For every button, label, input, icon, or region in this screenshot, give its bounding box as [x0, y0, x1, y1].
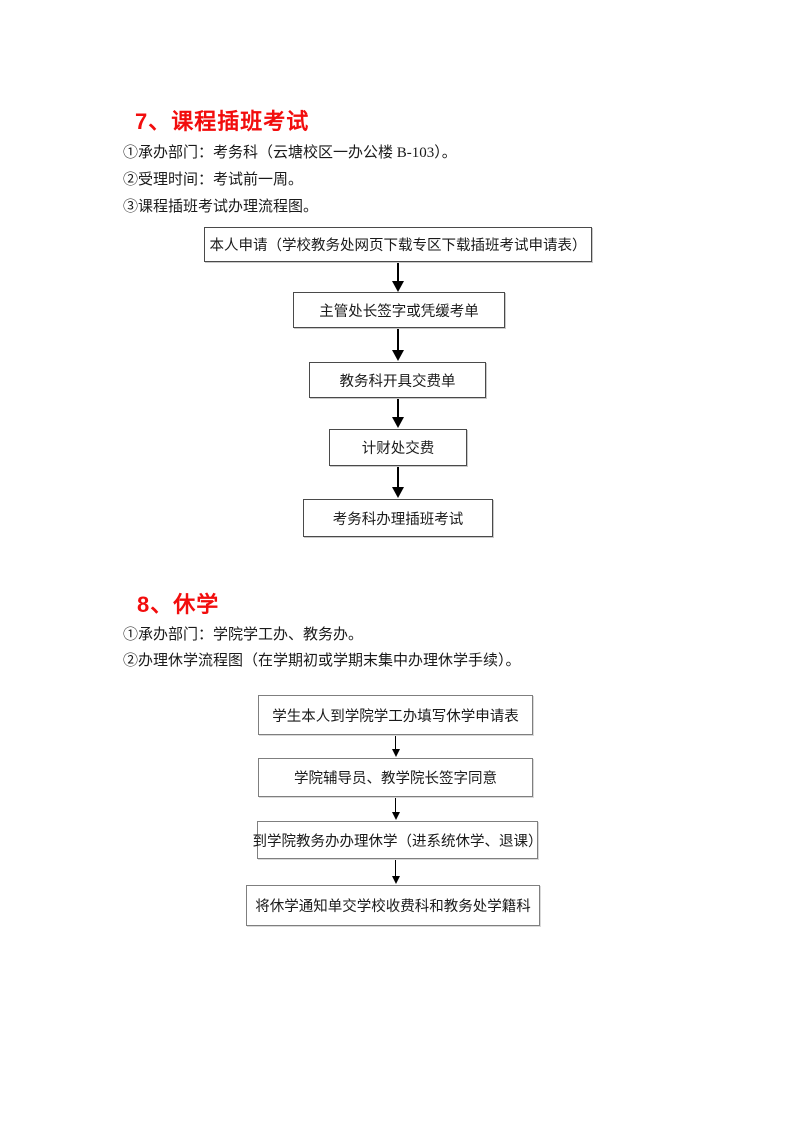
flow1-step-apply-box: 本人申请（学校教务处网页下载专区下载插班考试申请表）: [204, 227, 592, 262]
flow1-step-pay-fee-box: 计财处交费: [329, 429, 467, 466]
section-7-time-line: ②受理时间：考试前一周。: [123, 172, 304, 188]
flow2-step-submit-notice-box: 将休学通知单交学校收费科和教务处学籍科: [246, 885, 540, 926]
arrow-down-icon: [391, 467, 404, 498]
flow2-step-academic-office-box: 到学院教务办办理休学（进系统休学、退课）: [253, 821, 543, 859]
flow2-step-fill-form-box: 学生本人到学院学工办填写休学申请表: [258, 695, 533, 735]
flow1-step-exam-office-box: 考务科办理插班考试: [303, 499, 493, 537]
arrow-down-icon: [391, 736, 400, 757]
arrow-down-icon: [391, 399, 404, 428]
flow2-step-counselor-sign-box: 学院辅导员、教学院长签字同意: [258, 758, 533, 797]
section-8-heading: 8、休学: [137, 592, 220, 617]
flow1-step-director-sign-box: 主管处长签字或凭缓考单: [293, 292, 505, 328]
section-7-department-line: ①承办部门：考务科（云塘校区一办公楼 B-103）。: [123, 145, 457, 161]
arrow-down-icon: [391, 860, 400, 884]
flow1-step-payment-slip-box: 教务科开具交费单: [309, 362, 486, 398]
arrow-down-icon: [391, 263, 404, 292]
section-8-department-line: ①承办部门：学院学工办、教务办。: [123, 627, 364, 643]
arrow-down-icon: [391, 798, 400, 820]
section-7-flowchart-caption: ③课程插班考试办理流程图。: [123, 199, 319, 215]
section-8-flowchart-caption: ②办理休学流程图（在学期初或学期末集中办理休学手续）。: [123, 653, 521, 669]
section-7-heading: 7、课程插班考试: [135, 109, 310, 134]
arrow-down-icon: [391, 329, 404, 361]
